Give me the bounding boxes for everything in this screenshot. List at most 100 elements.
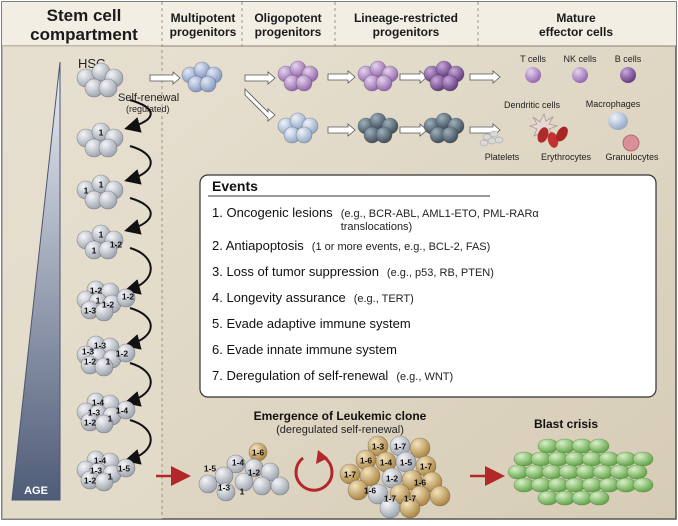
- event-main-text: 5. Evade adaptive immune system: [212, 316, 411, 331]
- cell-mutation-label: 1-3: [82, 347, 95, 357]
- differentiation-arrow: [327, 123, 356, 137]
- cell-mutation-label: 1-2: [248, 468, 261, 478]
- cycle-arrow-head: [316, 450, 328, 464]
- cell-mutation-label: 1: [92, 246, 97, 256]
- cycle-arrow: [294, 456, 334, 492]
- hsc-cluster-3: 11 1-2: [76, 224, 124, 260]
- leukemic-cell: [234, 472, 254, 492]
- hsc-cell: [116, 458, 136, 478]
- hsc-cell: [116, 343, 136, 363]
- progenitor-cell: [295, 74, 313, 92]
- header-lineage-line1: Lineage-restricted: [354, 11, 458, 25]
- cell-mutation-label: 1-2: [110, 240, 123, 250]
- macrophage: [608, 112, 628, 130]
- differentiation-arrow: [244, 88, 276, 122]
- hsc-cell: [116, 288, 136, 308]
- event-item-3: 3. Loss of tumor suppression (e.g., p53, …: [212, 264, 494, 279]
- cell-mutation-label: 1-3: [84, 306, 97, 316]
- blast-crisis-cluster: [507, 438, 654, 506]
- oligopotent-progenitor-lymphoid: [277, 60, 319, 92]
- blast-cell: [588, 490, 610, 506]
- event-detail-text: (e.g., p53, RB, PTEN): [387, 267, 494, 279]
- dendritic-cells-label: Dendritic cells: [504, 100, 561, 110]
- emergence-title: Emergence of Leukemic clone: [254, 409, 427, 423]
- leukemic-cell: [216, 482, 236, 502]
- b-cells-label: B cells: [615, 54, 642, 64]
- header-lineage-line2: progenitors: [373, 25, 440, 39]
- event-item-2: 2. Antiapoptosis (1 or more events, e.g.,…: [212, 238, 490, 253]
- blast-cell: [626, 464, 648, 480]
- t-cells-label: T cells: [520, 54, 546, 64]
- blast-crisis-label: Blast crisis: [534, 417, 598, 431]
- cell-mutation-label: 1-2: [122, 292, 135, 302]
- header-band: [2, 2, 676, 46]
- hsc-cell: [94, 414, 114, 434]
- cell-mutation-label: 1-2: [84, 357, 97, 367]
- leukemic-cell: [399, 497, 421, 519]
- leukemic-cell: [359, 465, 381, 487]
- granulocytes-label: Granulocytes: [605, 152, 659, 162]
- cell-mutation-label: 1-3: [90, 466, 103, 476]
- cell-mutation-label: 1-6: [252, 448, 265, 458]
- event-detail-text: (1 or more events, e.g., BCL-2, FAS): [312, 241, 491, 253]
- hsc-cell: [94, 357, 114, 377]
- progenitor-cell: [375, 74, 393, 92]
- effector-cells: T cells NK cells B cells Dendritic cells…: [479, 54, 659, 162]
- events-list: 1. Oncogenic lesions(e.g., BCR-ABL, AML1…: [212, 205, 539, 383]
- header-mature-line2: effector cells: [539, 25, 613, 39]
- erythrocytes: [537, 126, 568, 148]
- hsc-cell: [98, 190, 118, 210]
- events-title: Events: [212, 178, 258, 194]
- cell-mutation-label: 1-2: [90, 286, 103, 296]
- self-renewal-arrow: [124, 145, 152, 185]
- cell-mutation-label: 1: [96, 296, 101, 306]
- blast-cell: [632, 477, 654, 493]
- event-item-1: 1. Oncogenic lesions(e.g., BCR-ABL, AML1…: [212, 205, 539, 233]
- platelets-label: Platelets: [485, 152, 520, 162]
- header-stem-line1: Stem cell: [47, 6, 122, 25]
- erythrocytes-label: Erythrocytes: [541, 152, 592, 162]
- t-cell: [525, 67, 541, 83]
- leukemic-cell: [260, 462, 280, 482]
- cell-mutation-label: 1-3: [94, 341, 107, 351]
- cell-mutation-label: 1-4: [232, 458, 245, 468]
- cell-mutation-label: 1-6: [414, 478, 427, 488]
- cell-mutation-label: 1-5: [204, 464, 217, 474]
- header-oligopotent-line2: progenitors: [255, 25, 322, 39]
- oligopotent-progenitor-myeloid: [277, 112, 319, 144]
- event-main-text: 2. Antiapoptosis: [212, 238, 304, 253]
- nk-cell: [572, 67, 588, 83]
- cell-mutation-label: 1: [99, 230, 104, 240]
- cell-mutation-label: 1: [99, 180, 104, 190]
- multipotent-progenitor: [181, 61, 223, 93]
- leukemic-cell: [367, 483, 389, 505]
- self-renewal-label: Self-renewal: [118, 92, 179, 104]
- event-item-4: 4. Longevity assurance(e.g., TERT): [212, 290, 414, 305]
- hsc-cluster-2: 11: [76, 174, 124, 210]
- leukemic-cell: [252, 476, 272, 496]
- cell-mutation-label: 1: [108, 472, 113, 482]
- header-multipotent-line2: progenitors: [170, 25, 237, 39]
- age-label: AGE: [24, 485, 48, 497]
- self-renewal-arrow: [124, 419, 152, 465]
- event-main-text: 3. Loss of tumor suppression: [212, 264, 379, 279]
- late-progenitor-lymphoid: [423, 60, 465, 92]
- cell-mutation-label: 1-6: [364, 486, 377, 496]
- event-detail-text: (e.g., BCR-ABL, AML1-ETO, PML-RARα: [341, 208, 540, 220]
- cell-mutation-label: 1-4: [380, 458, 393, 468]
- cell-mutation-label: 1-5: [118, 464, 131, 474]
- event-detail-text-2: translocations): [341, 221, 413, 233]
- differentiation-arrow: [149, 71, 181, 85]
- age-wedge: [11, 61, 61, 501]
- differentiation-arrow: [244, 71, 276, 85]
- event-main-text: 6. Evade innate immune system: [212, 342, 397, 357]
- event-main-text: 4. Longevity assurance: [212, 290, 346, 305]
- event-main-text: 7. Deregulation of self-renewal: [212, 368, 388, 383]
